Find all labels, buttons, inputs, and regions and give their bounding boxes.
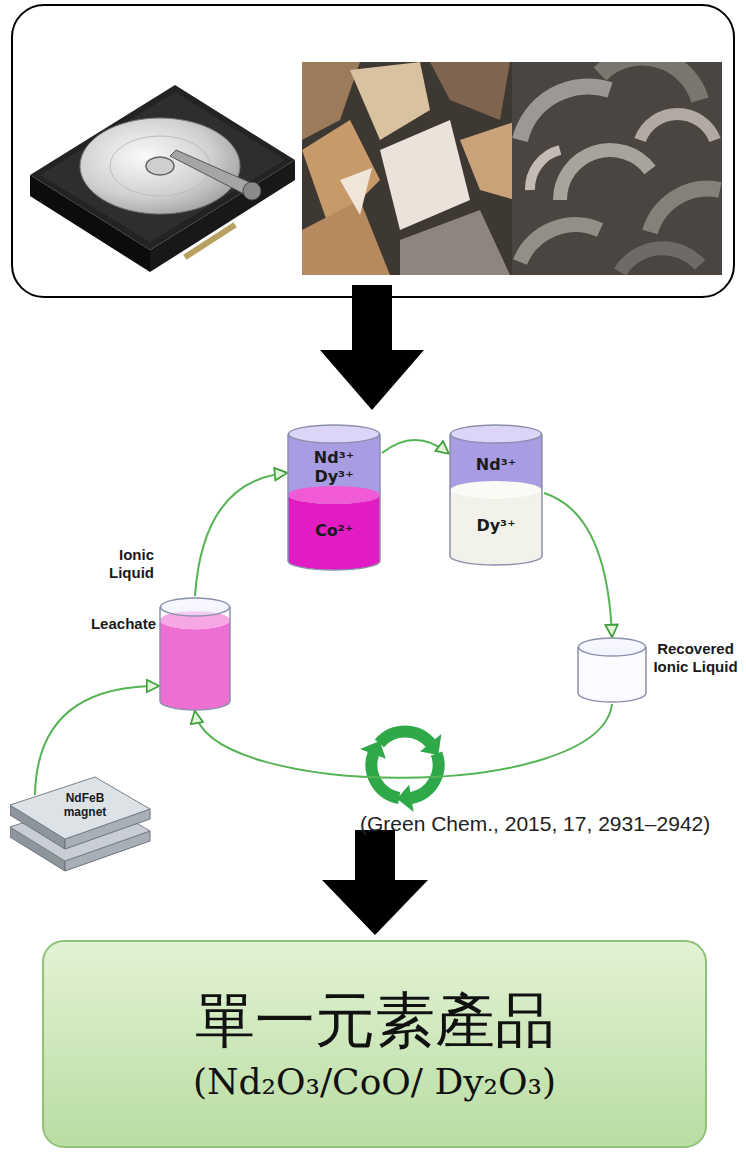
- cylinder-wall: [288, 434, 380, 570]
- cylinder-rim: [161, 598, 230, 616]
- cylinder-body: [288, 434, 380, 570]
- magnet-block: NdFeB magnet: [10, 765, 155, 873]
- magnet-scrap-photo: [302, 62, 722, 275]
- magnet-scrap-photo-part: [302, 62, 722, 275]
- citation-note: (Green Chem., 2015, 17, 2931–2942): [360, 812, 710, 836]
- recycle-symbol-part: [395, 748, 446, 814]
- ion-label: Nd³⁺: [454, 455, 538, 474]
- cylinder-outline: [450, 425, 542, 565]
- liquid-surface: [288, 486, 380, 504]
- cylinder-caption: Leachate: [84, 615, 156, 633]
- magnet-scrap-photo-part: [380, 120, 470, 230]
- recycle-symbol: [358, 731, 447, 813]
- recovered-liquid-cylinder: Recovered Ionic Liquid: [578, 638, 646, 702]
- magnet-scrap-photo-part: [340, 168, 372, 215]
- magnet-scrap-photo-part: [530, 150, 560, 190]
- separated-solution-cylinder: Nd³⁺ Dy³⁺: [450, 425, 542, 565]
- source-panel-part: [12, 5, 734, 297]
- recycle-symbol-part-part: [379, 731, 430, 743]
- magnet-scrap-photo-part: [620, 248, 700, 272]
- flow-arrow: [322, 830, 428, 935]
- liquid-layer: [288, 434, 380, 504]
- magnet-scrap-photo-part: [520, 225, 600, 262]
- flow-connector: [544, 493, 612, 636]
- ion-label: Dy³⁺: [454, 516, 538, 535]
- ion-label: Co²⁺: [292, 521, 376, 540]
- mixed-solution-cylinder: Nd³⁺ Dy³⁺ Co²⁺: [288, 425, 380, 570]
- leachate-cylinder: Ionic LiquidLeachate: [160, 598, 230, 710]
- flow-arrow-part: [352, 285, 392, 352]
- liquid-surface: [450, 481, 542, 499]
- flow-arrow-part: [322, 880, 428, 935]
- cylinder-wall: [450, 434, 542, 565]
- liquid-surface: [288, 425, 380, 443]
- recycle-symbol-part-part: [395, 783, 424, 812]
- cylinder-body: [160, 607, 230, 710]
- flow-arrow-part: [320, 350, 424, 410]
- liquid-layer: [450, 490, 542, 565]
- hard-disk-photo-part: [40, 92, 285, 242]
- magnet-scrap-photo-part: [460, 120, 520, 200]
- magnet-top: [10, 777, 150, 839]
- recycle-symbol-part-part: [363, 754, 399, 804]
- magnet-scrap-photo-part: [400, 210, 510, 275]
- magnet-label: NdFeB magnet: [60, 791, 110, 820]
- magnet-scrap-photo-part: [430, 62, 510, 120]
- hard-disk-photo-part: [80, 118, 240, 214]
- hard-disk-photo-part: [183, 222, 237, 260]
- cylinder-rim: [289, 425, 380, 443]
- magnet-scrap-photo-part: [560, 150, 650, 200]
- product-formula: (Nd₂O₃/CoO/ Dy₂O₃): [44, 1060, 705, 1103]
- hard-disk-photo-part: [146, 157, 174, 175]
- liquid-layer: [160, 620, 230, 710]
- recycle-symbol-part-part: [360, 738, 389, 767]
- magnet-scrap-photo-part: [350, 62, 430, 140]
- magnet-scrap-photo-part: [650, 189, 720, 232]
- recycle-symbol-part-part: [420, 734, 441, 755]
- magnet-scrap-photo-part: [640, 114, 715, 140]
- flow-arrow: [320, 285, 424, 410]
- cylinder-caption: Ionic Liquid: [94, 546, 154, 582]
- hard-disk-photo-part: [243, 182, 261, 200]
- cylinder-outline: [160, 598, 230, 710]
- liquid-surface: [450, 425, 542, 443]
- recycle-symbol-part-part: [411, 754, 447, 804]
- cylinder-rim: [451, 425, 542, 443]
- ion-label: Nd³⁺ Dy³⁺: [303, 448, 365, 486]
- cylinder-outline: [288, 425, 380, 570]
- cylinder-outline: [578, 638, 646, 702]
- hard-disk-photo: [30, 85, 295, 272]
- flow-connector: [195, 473, 286, 596]
- product-box: 單一元素產品(Nd₂O₃/CoO/ Dy₂O₃): [42, 940, 707, 1148]
- cylinder-wall: [160, 607, 230, 710]
- magnet-scrap-photo-part: [600, 62, 700, 100]
- cylinder-body: [450, 434, 542, 565]
- cylinder-rim: [579, 638, 646, 656]
- recycle-symbol-part: [358, 738, 409, 804]
- magnet-scrap-photo-part: [302, 200, 390, 275]
- liquid-layer: [450, 434, 542, 499]
- liquid-layer: [288, 495, 380, 570]
- recycle-symbol-part: [379, 731, 441, 755]
- flow-arrow-part: [355, 830, 395, 882]
- source-panel: [12, 5, 734, 297]
- flow-connector: [382, 440, 448, 453]
- magnet-scrap-photo-part: [520, 86, 610, 140]
- hard-disk-photo-part: [30, 85, 295, 250]
- flow-connector: [195, 704, 612, 778]
- cylinder-caption: Recovered Ionic Liquid: [651, 640, 740, 676]
- product-title: 單一元素產品: [44, 984, 705, 1056]
